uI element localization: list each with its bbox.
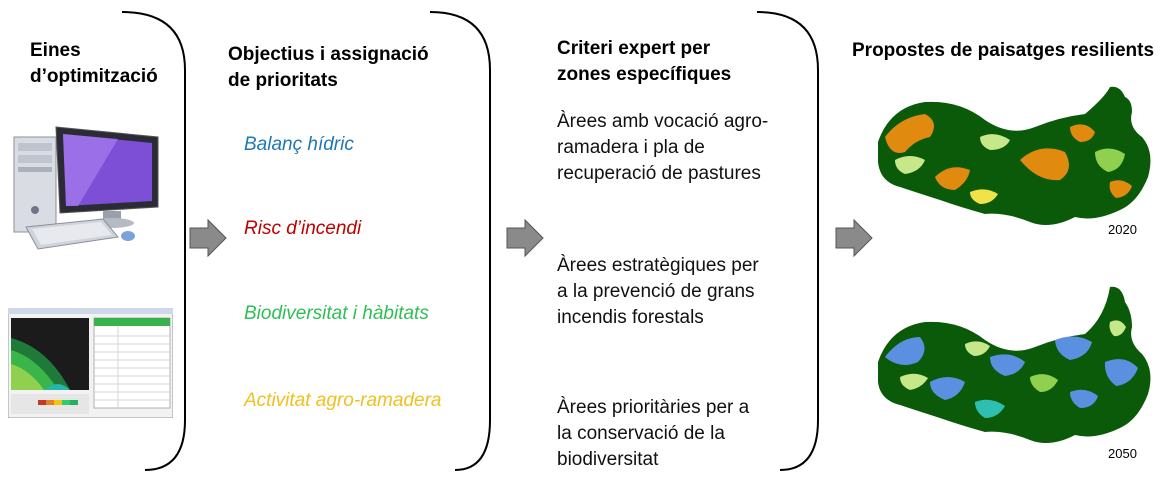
criterion-line: recuperació de pastures (557, 163, 761, 184)
arrow-right-icon (835, 218, 873, 258)
criterion-line: Àrees estratègiques per (557, 255, 759, 276)
col2-heading-line1: Objectius i assignació (228, 44, 429, 65)
criterion-line: la conservació de la (557, 423, 725, 444)
objective-biodiversity: Biodiversitat i hàbitats (244, 303, 429, 324)
criterion-line: Àrees prioritàries per a (557, 397, 750, 418)
landscape-map-2050 (878, 286, 1151, 444)
arrow-right-icon (506, 218, 544, 258)
col3-heading-line1: Criteri expert per (557, 38, 711, 59)
criterion-line: a la prevenció de grans (557, 281, 755, 302)
criterion-line: biodiversitat (557, 449, 659, 470)
arrow-right-icon (189, 218, 227, 258)
software-screenshot-icon (8, 308, 173, 418)
criterion-biodiversity-areas: Àrees prioritàries per a la conservació … (557, 395, 749, 473)
col2-heading-line2: de prioritats (228, 70, 338, 91)
objective-agro-livestock: Activitat agro-ramadera (244, 390, 442, 411)
criterion-line: incendis forestals (557, 307, 704, 328)
landscape-map-2020 (878, 86, 1151, 226)
col2-heading: Objectius i assignació de prioritats (228, 42, 429, 94)
objective-fire-risk: Risc d’incendi (244, 218, 362, 239)
criterion-line: Àrees amb vocació agro- (557, 111, 769, 132)
col3-heading: Criteri expert per zones específiques (557, 36, 731, 88)
computer-icon (13, 126, 159, 250)
col1-heading: Eines d’optimització (30, 38, 158, 90)
col1-heading-line2: d’optimització (30, 66, 158, 87)
col1-heading-line1: Eines (30, 40, 81, 61)
col3-heading-line2: zones específiques (557, 64, 732, 85)
col4-heading: Propostes de paisatges resilients (852, 40, 1155, 61)
criterion-line: ramadera i pla de (557, 137, 705, 158)
criterion-agro-areas: Àrees amb vocació agro- ramadera i pla d… (557, 109, 768, 187)
criterion-fire-prevention-areas: Àrees estratègiques per a la prevenció d… (557, 253, 759, 331)
map-year-2020: 2020 (1108, 222, 1137, 237)
objective-water-balance: Balanç hídric (244, 134, 354, 155)
map-year-2050: 2050 (1108, 446, 1137, 461)
